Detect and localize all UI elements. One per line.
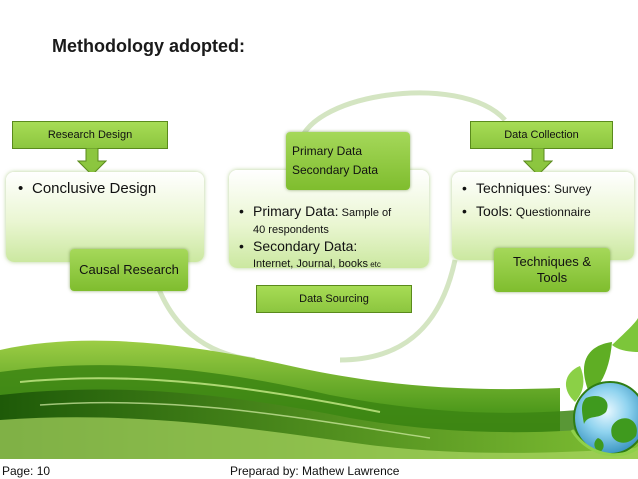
secondary-data-line: Secondary Data xyxy=(292,163,379,177)
bullet-item: Tools: Questionnaire xyxy=(460,203,632,220)
slide-title: Methodology adopted: xyxy=(52,36,245,56)
techniques-heading: Techniques: xyxy=(476,180,551,196)
page-number: Page: 10 xyxy=(2,464,51,478)
techniques-tools-line1: Techniques & xyxy=(512,254,592,270)
bullet-item: Techniques: Survey xyxy=(460,180,632,197)
conclusive-design-panel: Conclusive Design xyxy=(6,172,204,262)
bullet-item: Primary Data: Sample of 40 respondents xyxy=(237,203,427,236)
primary-data-detail-2: 40 respondents xyxy=(253,223,329,236)
tools-heading: Tools: xyxy=(476,202,513,219)
data-sourcing-label: Data Sourcing xyxy=(256,285,412,313)
tools-detail: Questionnaire xyxy=(512,204,591,219)
conclusive-design-text: Conclusive Design xyxy=(32,180,157,197)
data-collection-panel: Techniques: Survey Tools: Questionnaire xyxy=(452,172,634,260)
primary-data-line: Primary Data xyxy=(292,143,363,158)
bullet-item: Secondary Data: Internet, Journal, books… xyxy=(237,238,427,271)
author-credit: Preparad by: Mathew Lawrence xyxy=(230,464,400,478)
techniques-detail: Survey xyxy=(550,182,592,196)
primary-data-heading: Primary Data: xyxy=(253,203,339,219)
techniques-tools-box: Techniques & Tools xyxy=(494,248,610,292)
causal-research-box: Causal Research xyxy=(70,249,188,291)
primary-secondary-box: Primary Data Secondary Data xyxy=(286,132,410,190)
bullet-item: Conclusive Design xyxy=(16,180,157,198)
secondary-data-heading: Secondary Data: xyxy=(253,238,358,255)
research-design-label: Research Design xyxy=(12,121,168,149)
techniques-tools-line2: Tools xyxy=(536,270,568,285)
primary-data-detail: Sample of xyxy=(338,207,392,219)
secondary-data-detail: Internet, Journal, books xyxy=(253,258,368,271)
globe-leaf-icon xyxy=(565,318,638,457)
grass-waves xyxy=(0,340,638,479)
down-arrow-icon xyxy=(523,148,553,176)
data-collection-label: Data Collection xyxy=(470,121,613,149)
secondary-data-detail-etc: etc xyxy=(367,260,381,270)
down-arrow-icon xyxy=(77,148,107,176)
